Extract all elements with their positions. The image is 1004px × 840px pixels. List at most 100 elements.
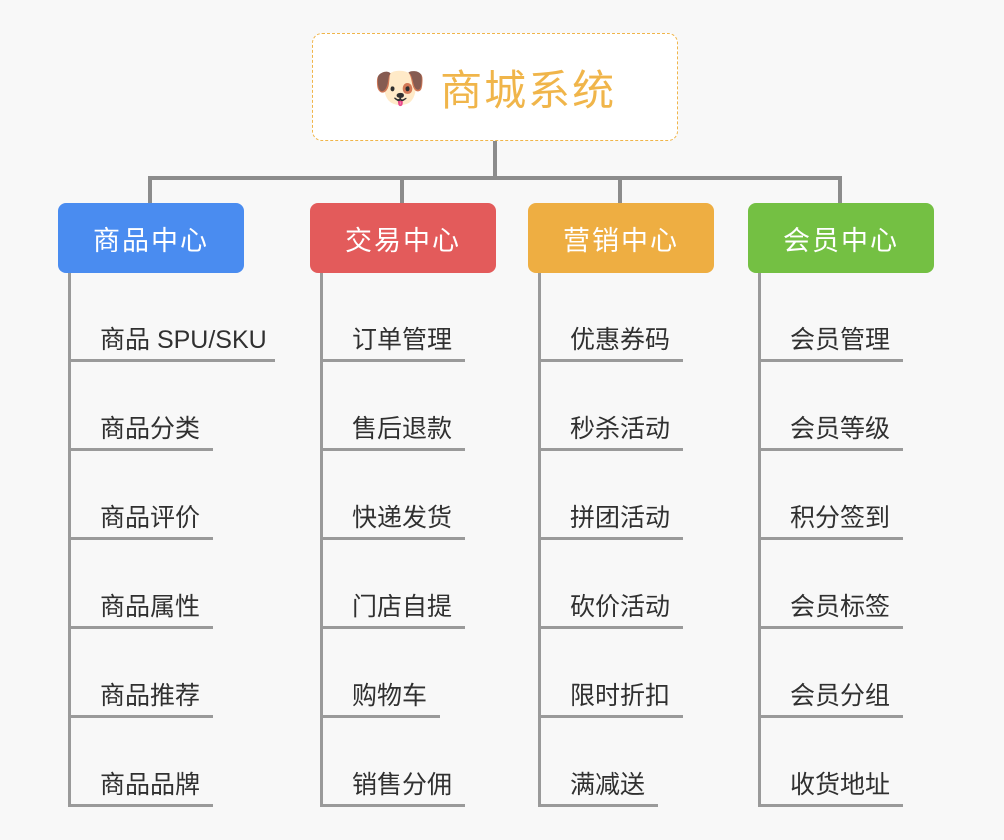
- leaf-label: 销售分佣: [352, 771, 453, 799]
- list-item[interactable]: 会员分组: [748, 629, 934, 718]
- root-stem-line: [493, 141, 497, 178]
- leaf-label: 门店自提: [352, 593, 453, 621]
- leaf-underline: [68, 804, 213, 807]
- list-item[interactable]: 商品品牌: [58, 718, 244, 807]
- leaf-label: 商品评价: [100, 504, 201, 532]
- leaf-underline: [68, 359, 275, 362]
- leaf-underline: [758, 626, 903, 629]
- horizontal-bus-line: [148, 176, 840, 180]
- leaf-label: 优惠券码: [570, 326, 671, 354]
- leaf-label: 限时折扣: [570, 682, 671, 710]
- leaf-underline: [320, 359, 465, 362]
- list-item[interactable]: 商品属性: [58, 540, 244, 629]
- leaf-label: 积分签到: [790, 504, 891, 532]
- category-header-4[interactable]: 会员中心: [748, 203, 934, 273]
- leaf-label: 订单管理: [352, 326, 453, 354]
- leaf-underline: [538, 804, 658, 807]
- leaf-label: 收货地址: [790, 771, 891, 799]
- list-item[interactable]: 商品分类: [58, 362, 244, 451]
- leaf-label: 快递发货: [352, 504, 453, 532]
- leaf-underline: [68, 448, 213, 451]
- leaf-label: 商品推荐: [100, 682, 201, 710]
- leaf-label: 拼团活动: [570, 504, 671, 532]
- drop-line-1: [148, 176, 152, 205]
- category-header-3[interactable]: 营销中心: [528, 203, 714, 273]
- column-product-center: 商品中心 商品 SPU/SKU 商品分类 商品评价 商品属性 商品推荐: [58, 203, 275, 807]
- leaf-label: 砍价活动: [570, 593, 671, 621]
- category-label-2: 交易中心: [345, 225, 461, 256]
- leaf-label: 会员分组: [790, 682, 891, 710]
- drop-line-2: [400, 176, 404, 205]
- list-item[interactable]: 商品推荐: [58, 629, 244, 718]
- leaf-underline: [538, 448, 683, 451]
- leaf-underline: [320, 626, 465, 629]
- list-item[interactable]: 销售分佣: [310, 718, 496, 807]
- list-item[interactable]: 砍价活动: [528, 540, 714, 629]
- leaf-list-2: 订单管理 售后退款 快递发货 门店自提 购物车 销售分佣: [310, 273, 496, 807]
- category-label-4: 会员中心: [783, 225, 899, 256]
- category-label-1: 商品中心: [93, 225, 209, 256]
- leaf-label: 会员标签: [790, 593, 891, 621]
- list-item[interactable]: 售后退款: [310, 362, 496, 451]
- leaf-list-3: 优惠券码 秒杀活动 拼团活动 砍价活动 限时折扣 满减送: [528, 273, 714, 807]
- list-item[interactable]: 积分签到: [748, 451, 934, 540]
- category-label-3: 营销中心: [563, 225, 679, 256]
- list-item[interactable]: 门店自提: [310, 540, 496, 629]
- drop-line-4: [838, 176, 842, 205]
- leaf-label: 商品属性: [100, 593, 201, 621]
- leaf-underline: [758, 359, 903, 362]
- column-trade-center: 交易中心 订单管理 售后退款 快递发货 门店自提 购物车: [310, 203, 496, 807]
- leaf-label: 购物车: [352, 682, 428, 710]
- leaf-underline: [68, 626, 213, 629]
- leaf-label: 会员等级: [790, 415, 891, 443]
- list-item[interactable]: 优惠券码: [528, 273, 714, 362]
- list-item[interactable]: 收货地址: [748, 718, 934, 807]
- list-item[interactable]: 会员标签: [748, 540, 934, 629]
- leaf-underline: [68, 537, 213, 540]
- list-item[interactable]: 会员管理: [748, 273, 934, 362]
- leaf-underline: [320, 448, 465, 451]
- leaf-underline: [538, 537, 683, 540]
- leaf-label: 会员管理: [790, 326, 891, 354]
- leaf-underline: [320, 715, 440, 718]
- list-item[interactable]: 拼团活动: [528, 451, 714, 540]
- list-item[interactable]: 限时折扣: [528, 629, 714, 718]
- leaf-label: 售后退款: [352, 415, 453, 443]
- list-item[interactable]: 秒杀活动: [528, 362, 714, 451]
- list-item[interactable]: 商品评价: [58, 451, 244, 540]
- leaf-label: 商品 SPU/SKU: [100, 326, 267, 354]
- list-item[interactable]: 商品 SPU/SKU: [58, 273, 275, 362]
- list-item[interactable]: 会员等级: [748, 362, 934, 451]
- spine-line-4: [758, 273, 761, 807]
- list-item[interactable]: 满减送: [528, 718, 714, 807]
- category-header-1[interactable]: 商品中心: [58, 203, 244, 273]
- drop-line-3: [618, 176, 622, 205]
- leaf-underline: [538, 715, 683, 718]
- root-node[interactable]: 🐶 商城系统: [312, 33, 678, 141]
- leaf-label: 商品分类: [100, 415, 201, 443]
- spine-line-2: [320, 273, 323, 807]
- leaf-label: 秒杀活动: [570, 415, 671, 443]
- leaf-label: 商品品牌: [100, 771, 201, 799]
- spine-line-3: [538, 273, 541, 807]
- leaf-underline: [758, 715, 903, 718]
- leaf-underline: [758, 448, 903, 451]
- leaf-underline: [538, 359, 683, 362]
- leaf-label: 满减送: [570, 771, 646, 799]
- shiba-dog-face-icon: 🐶: [373, 64, 427, 111]
- category-header-2[interactable]: 交易中心: [310, 203, 496, 273]
- list-item[interactable]: 订单管理: [310, 273, 496, 362]
- leaf-underline: [320, 804, 465, 807]
- leaf-underline: [758, 537, 903, 540]
- leaf-underline: [68, 715, 213, 718]
- leaf-underline: [538, 626, 683, 629]
- leaf-underline: [320, 537, 465, 540]
- root-title: 商城系统: [440, 66, 617, 114]
- list-item[interactable]: 快递发货: [310, 451, 496, 540]
- list-item[interactable]: 购物车: [310, 629, 496, 718]
- leaf-underline: [758, 804, 903, 807]
- column-member-center: 会员中心 会员管理 会员等级 积分签到 会员标签 会员分组: [748, 203, 934, 807]
- spine-line-1: [68, 273, 71, 807]
- leaf-list-4: 会员管理 会员等级 积分签到 会员标签 会员分组 收货地址: [748, 273, 934, 807]
